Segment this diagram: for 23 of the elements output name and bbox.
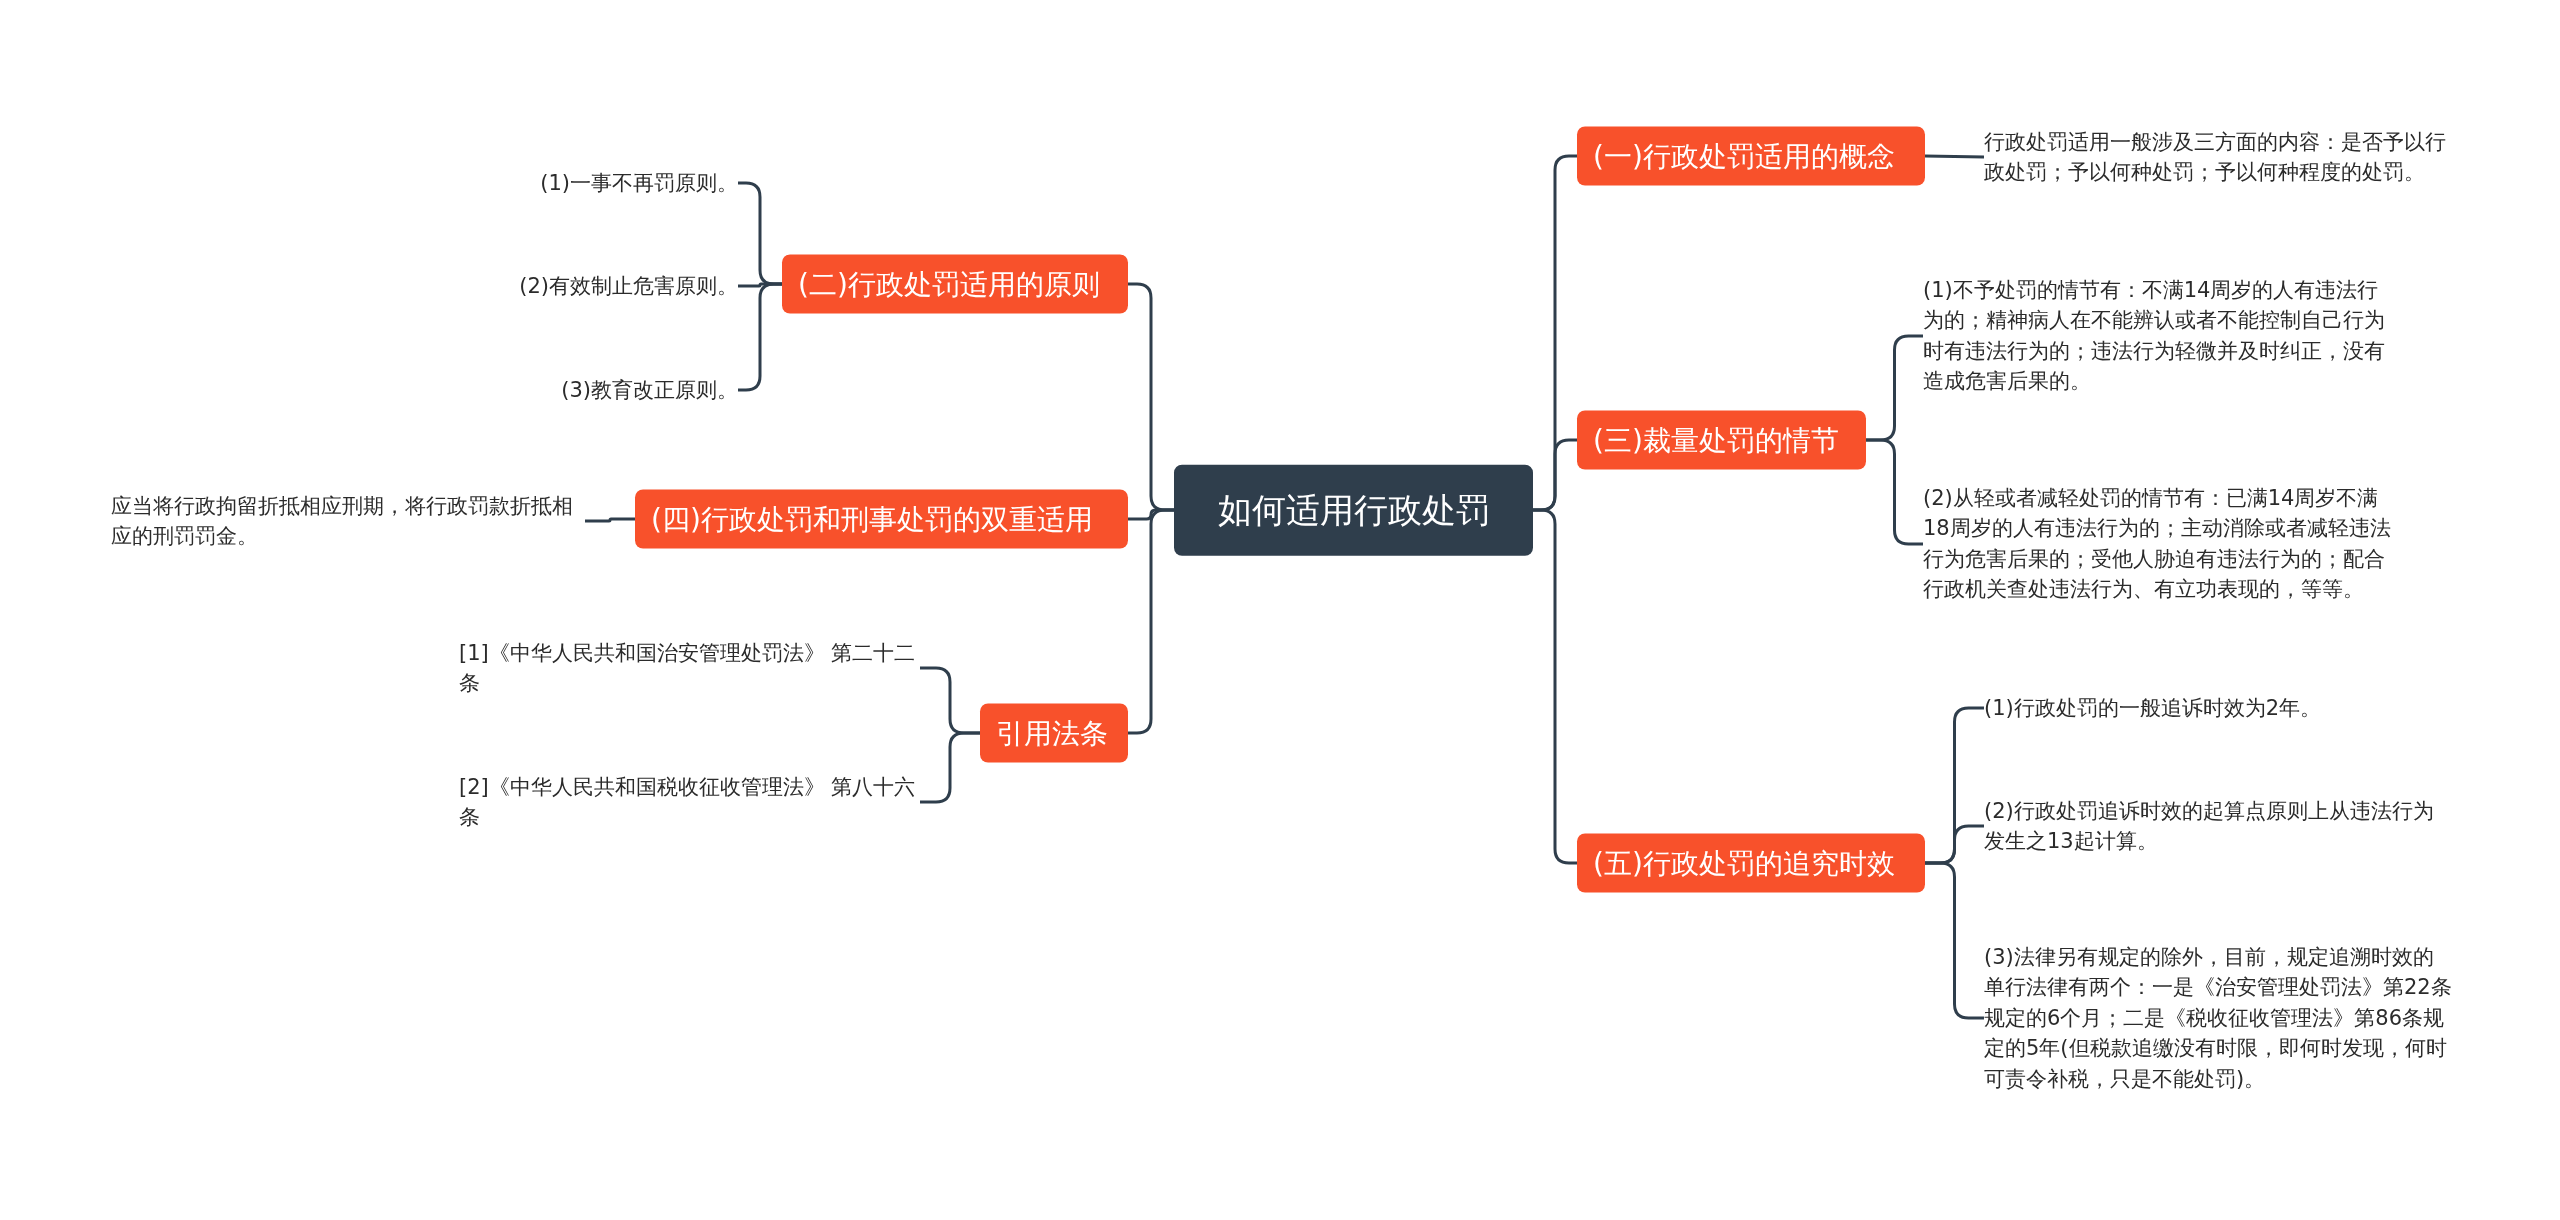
leaf-text: (1)不予处罚的情节有：不满14周岁的人有违法行为的；精神病人在不能辨认或者不能控制自己行为时有违法行为的；违法行为轻微并及时纠正，没有造成危害后果的。	[1923, 275, 2393, 397]
branch-topic: (二)行政处罚适用的原则	[782, 254, 1128, 314]
leaf-text: (3)教育改正原则。	[561, 374, 738, 406]
connector-line	[1924, 154, 1985, 159]
connector-line	[1128, 508, 1174, 735]
leaf-text: (2)有效制止危害原则。	[519, 270, 738, 302]
connector-line	[585, 517, 635, 523]
branch-topic: (四)行政处罚和刑事处罚的双重适用	[635, 489, 1128, 549]
leaf-text: [1]《中华人民共和国治安管理处罚法》 第二十二条	[459, 637, 920, 699]
root-topic: 如何适用行政处罚	[1174, 464, 1533, 556]
branch-topic: (三)裁量处罚的情节	[1577, 410, 1866, 470]
leaf-text: (3)法律另有规定的除外，目前，规定追溯时效的单行法律有两个：一是《治安管理处罚法》第22条规定的6个月；二是《税收征收管理法》第86条规定的5年(但税款追缴没有时限，即何时发现，何时可责令补税，只是不能处罚)。	[1984, 941, 2454, 1095]
leaf-text: 应当将行政拘留折抵相应刑期，将行政罚款折抵相应的刑罚罚金。	[111, 490, 585, 552]
connector-line	[1533, 508, 1577, 865]
branch-topic: 引用法条	[980, 703, 1128, 763]
leaf-text: [2]《中华人民共和国税收征收管理法》 第八十六条	[459, 771, 920, 833]
branch-topic: (五)行政处罚的追究时效	[1577, 833, 1925, 893]
branch-topic: (一)行政处罚适用的概念	[1577, 126, 1925, 186]
leaf-text: (2)行政处罚追诉时效的起算点原则上从违法行为发生之13起计算。	[1984, 795, 2454, 857]
leaf-text: (1)行政处罚的一般追诉时效为2年。	[1984, 692, 2322, 724]
leaf-text: 行政处罚适用一般涉及三方面的内容：是否予以行政处罚；予以何种处罚；予以何种程度的处罚。	[1984, 126, 2454, 188]
leaf-text: (2)从轻或者减轻处罚的情节有：已满14周岁不满18周岁的人有违法行为的；主动消除或者减轻违法行为危害后果的；受他人胁迫有违法行为的；配合行政机关查处违法行为、有立功表现的，等等。	[1923, 483, 2393, 605]
leaf-text: (1)一事不再罚原则。	[540, 167, 738, 199]
